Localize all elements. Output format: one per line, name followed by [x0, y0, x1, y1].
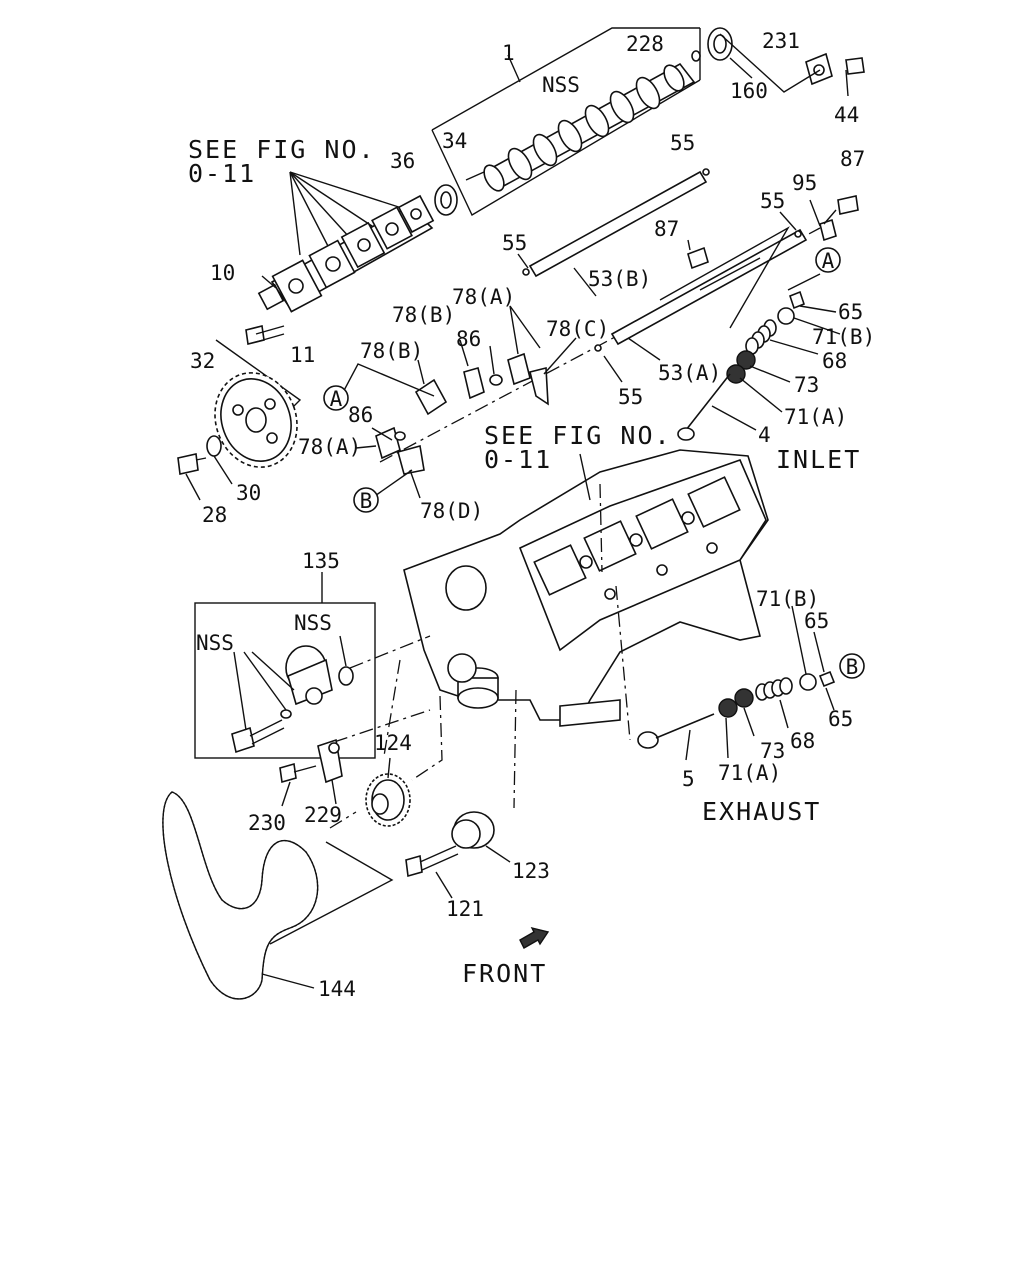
- timing-belt: [162, 791, 319, 1000]
- rocker-arm-78a: [507, 352, 531, 386]
- rocker-shaft-group: [339, 168, 859, 499]
- caption-see-fig-1-line1: SEE FIG NO.: [188, 135, 376, 164]
- callout-5: 5: [682, 767, 695, 791]
- callout-53a: 53(A): [658, 361, 721, 385]
- rocker-arm-78b: [414, 378, 448, 416]
- callout-230: 230: [248, 811, 286, 835]
- svg-text:B: B: [846, 655, 859, 679]
- ref-circle-b-right: B: [839, 653, 865, 679]
- timing-drive-group: [162, 659, 550, 1000]
- callout-nss-tensioner-1: NSS: [294, 611, 332, 635]
- idler-pulley: [451, 811, 495, 849]
- ref-circle-a-left: A: [323, 385, 349, 411]
- callout-71b-top: 71(B): [812, 325, 875, 349]
- caption-see-fig-1-line2: 0-11: [188, 159, 256, 188]
- callout-229: 229: [304, 803, 342, 827]
- callout-124: 124: [374, 731, 412, 755]
- callout-73-top: 73: [794, 373, 819, 397]
- inlet-valve-group: [677, 209, 841, 441]
- front-arrow-icon: [519, 926, 550, 949]
- callout-95: 95: [792, 171, 817, 195]
- callout-nss-tensioner-2: NSS: [196, 631, 234, 655]
- callout-231: 231: [762, 29, 800, 53]
- callout-71b-bottom: 71(B): [756, 587, 819, 611]
- callout-121: 121: [446, 897, 484, 921]
- cylinder-head: [403, 449, 769, 741]
- callout-87-b: 87: [654, 217, 679, 241]
- inlet-spring: [745, 319, 777, 355]
- caption-exhaust: EXHAUST: [702, 797, 821, 826]
- callout-4: 4: [758, 423, 771, 447]
- camshaft: [483, 62, 696, 192]
- callout-32: 32: [190, 349, 215, 373]
- callout-34: 34: [442, 129, 467, 153]
- callout-44: 44: [834, 103, 859, 127]
- callout-28: 28: [202, 503, 227, 527]
- callout-73-bottom: 73: [760, 739, 785, 763]
- callout-65-bottom-1: 65: [804, 609, 829, 633]
- callout-1: 1: [502, 41, 515, 65]
- exhaust-valve-group: [637, 605, 836, 761]
- callout-65-bottom-2: 65: [828, 707, 853, 731]
- svg-text:A: A: [822, 249, 835, 273]
- ref-circle-a-top: A: [815, 247, 841, 273]
- caption-see-fig-2-line1: SEE FIG NO.: [484, 421, 672, 450]
- callout-68-top: 68: [822, 349, 847, 373]
- callout-55-c: 55: [502, 231, 527, 255]
- head-ports: [533, 476, 741, 600]
- callout-135: 135: [302, 549, 340, 573]
- callout-87-a: 87: [840, 147, 865, 171]
- caption-inlet: INLET: [776, 445, 861, 474]
- exhaust-spring: [755, 677, 793, 701]
- callout-78b-mid: 78(B): [360, 339, 423, 363]
- callout-78c: 78(C): [546, 317, 609, 341]
- callout-11: 11: [290, 343, 315, 367]
- callout-65-top: 65: [838, 300, 863, 324]
- callout-labels: 1 228 231 160 44 NSS 34 36 55 87 95 55 5…: [190, 29, 875, 1001]
- rocker-arm-78c: [529, 366, 549, 406]
- cam-sprocket: [214, 372, 298, 468]
- callout-nss-camshaft: NSS: [542, 73, 580, 97]
- callout-160: 160: [730, 79, 768, 103]
- caption-front: FRONT: [462, 959, 547, 988]
- callout-123: 123: [512, 859, 550, 883]
- callout-78b-top: 78(B): [392, 303, 455, 327]
- callout-78d: 78(D): [420, 499, 483, 523]
- block-boss: [445, 565, 487, 611]
- cam-cap-group: [245, 171, 435, 345]
- tensioner-pulley: [285, 645, 333, 706]
- rocker-arm-78d: [397, 444, 425, 475]
- crank-sprocket: [365, 773, 411, 827]
- caption-see-fig-2-line2: 0-11: [484, 445, 552, 474]
- tensioner-group: [194, 572, 431, 759]
- rocker-shaft-53b: [528, 170, 708, 278]
- callout-71a-bottom: 71(A): [718, 761, 781, 785]
- cam-cap-housing: [270, 194, 435, 313]
- rocker-shaft-53a: [610, 228, 808, 346]
- svg-text:A: A: [330, 387, 343, 411]
- callout-86-top: 86: [456, 327, 481, 351]
- callout-55-d: 55: [618, 385, 643, 409]
- callout-55-a: 55: [670, 131, 695, 155]
- cam-sprocket-group: [177, 339, 302, 501]
- callout-10: 10: [210, 261, 235, 285]
- camshaft-group: [431, 27, 865, 216]
- callout-53b: 53(B): [588, 267, 651, 291]
- callout-78a-mid: 78(A): [298, 435, 361, 459]
- callout-55-b: 55: [760, 189, 785, 213]
- callout-68-bottom: 68: [790, 729, 815, 753]
- callout-86-mid: 86: [348, 403, 373, 427]
- callout-78a-top: 78(A): [452, 285, 515, 309]
- ref-circle-b-left: B: [353, 487, 379, 513]
- callout-36: 36: [390, 149, 415, 173]
- callout-30: 30: [236, 481, 261, 505]
- callout-228: 228: [626, 32, 664, 56]
- callout-144: 144: [318, 977, 356, 1001]
- svg-text:B: B: [360, 489, 373, 513]
- callout-71a-top: 71(A): [784, 405, 847, 429]
